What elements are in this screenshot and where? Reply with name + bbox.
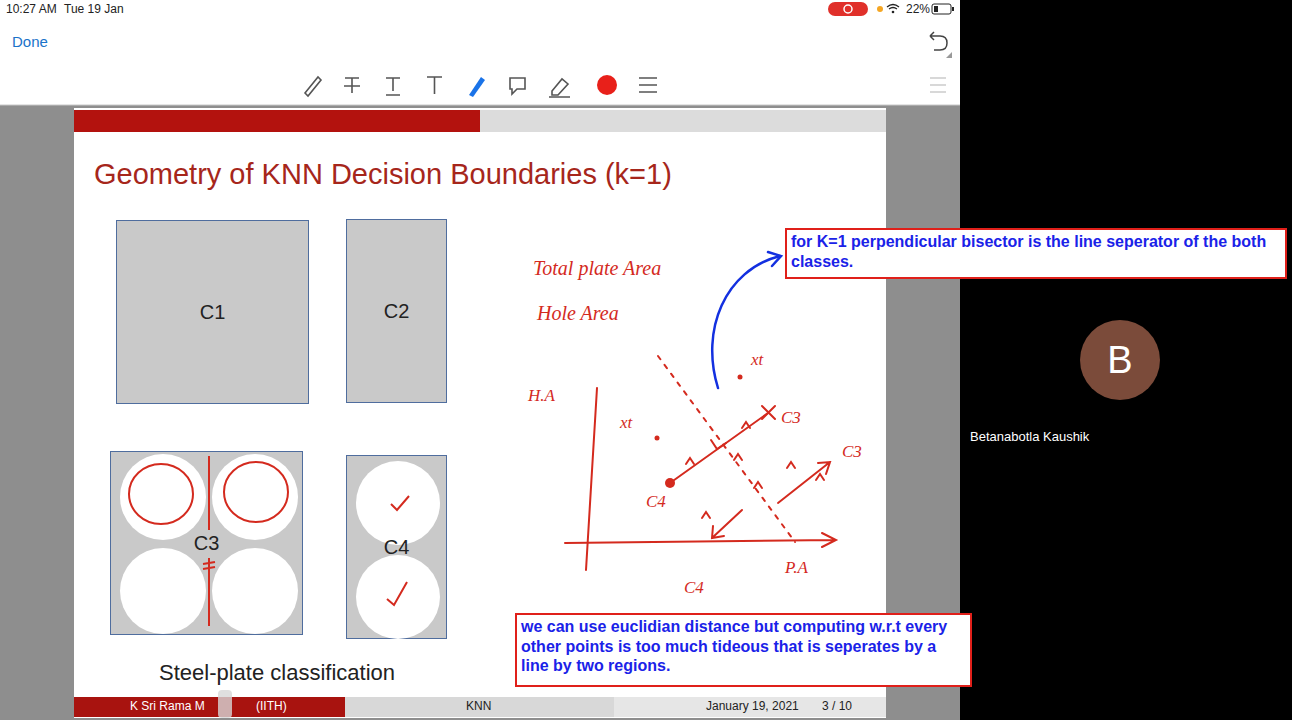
drawn-shape [887, 5, 899, 10]
drawn-shape [768, 252, 781, 266]
annotation-box: for K=1 perpendicular bisector is the li… [785, 228, 1287, 279]
plate-drawing [224, 462, 288, 522]
footer-date: January 19, 2021 [706, 700, 799, 714]
drawn-shape [639, 78, 657, 92]
drawn-shape [960, 0, 1292, 720]
drawn-shape [510, 78, 525, 94]
drawn-shape [787, 462, 795, 468]
drawn-shape [0, 105, 960, 106]
drawn-shape [877, 6, 883, 12]
plate-drawing [212, 548, 298, 634]
steel-plate: C1 [116, 220, 309, 404]
drawn-shape [946, 52, 952, 58]
drawn-shape [344, 78, 360, 93]
handwritten-note: Hole Area [537, 302, 619, 325]
slide-title: Geometry of KNN Decision Boundaries (k=1… [94, 158, 672, 191]
annotation-box: we can use euclidian distance but comput… [515, 613, 972, 687]
drawn-shape [345, 697, 615, 717]
drawn-shape [932, 4, 951, 14]
drawn-shape [0, 0, 960, 105]
drawn-shape [712, 256, 780, 388]
drawn-shape [480, 110, 886, 132]
drawn-shape [754, 482, 762, 488]
footer-institute: (IITH) [256, 700, 287, 714]
plate-label: C4 [384, 536, 410, 559]
drawn-shape [218, 690, 232, 718]
drawn-shape [549, 79, 570, 97]
participant-name: Betanabotla Kaushik [970, 430, 1089, 445]
drawn-shape [469, 77, 485, 97]
class-label: C3 [842, 442, 862, 462]
drawn-shape [565, 356, 836, 570]
footer-author: K Sri Rama M [130, 700, 205, 714]
annotation-text: we can use euclidian distance but comput… [521, 617, 966, 676]
drawn-shape [74, 110, 480, 132]
drawn-shape [597, 75, 617, 95]
drawn-shape [734, 454, 742, 460]
drawn-shape [614, 697, 886, 717]
footer-topic: KNN [466, 700, 491, 714]
plate-drawing [212, 454, 298, 540]
page-number: 3 / 10 [822, 700, 852, 714]
drawn-shape [670, 413, 768, 483]
drawn-shape [844, 5, 852, 13]
handwritten-note: Total plate Area [533, 257, 661, 280]
drawn-shape [930, 78, 946, 92]
plate-drawing [129, 464, 193, 524]
drawn-shape [386, 78, 400, 95]
participant-avatar: B [1080, 320, 1160, 400]
drawn-shape [738, 375, 743, 380]
axis-label: H.A [528, 386, 555, 406]
battery-level: 22% [906, 3, 930, 17]
drawn-shape [828, 2, 868, 16]
done-button: Done [12, 33, 48, 50]
slide-caption: Steel-plate classification [159, 660, 395, 685]
plate-label: C3 [194, 532, 220, 555]
axis-label: P.A [785, 558, 808, 578]
drawn-shape [934, 6, 938, 12]
avatar-initial: B [1107, 339, 1132, 382]
annotation-text: for K=1 perpendicular bisector is the li… [791, 232, 1281, 271]
drawn-shape [665, 478, 675, 488]
point-label: xt [751, 350, 763, 370]
steel-plate: C2 [346, 219, 447, 403]
drawn-shape [305, 77, 321, 96]
class-label: C4 [684, 578, 704, 598]
drawn-shape [762, 406, 775, 419]
plate-drawing [356, 461, 440, 545]
status-time: 10:27 AM [6, 3, 57, 17]
status-date: Tue 19 Jan [64, 3, 124, 17]
drawn-shape [74, 697, 345, 717]
point-label: xt [620, 413, 632, 433]
plate-drawing [120, 454, 206, 540]
drawn-shape [711, 440, 726, 449]
steel-plate: C3 [110, 451, 303, 635]
drawn-shape [702, 512, 710, 518]
steel-plate: C4 [346, 455, 447, 639]
drawn-shape [655, 436, 660, 441]
drawn-shape [712, 510, 742, 538]
drawn-shape [565, 533, 836, 547]
drawn-shape [658, 356, 795, 542]
drawn-shape [742, 422, 750, 428]
drawn-shape [892, 11, 895, 14]
class-label: C4 [646, 492, 666, 512]
plate-label: C1 [200, 301, 226, 324]
drawn-shape [952, 7, 954, 11]
drawn-shape [930, 32, 947, 50]
drawn-shape [778, 462, 830, 503]
drawn-shape [686, 458, 694, 464]
class-label: C3 [781, 408, 801, 428]
drawn-shape [305, 77, 946, 97]
plate-drawing [120, 548, 206, 634]
drawn-shape [427, 77, 442, 94]
plate-label: C2 [384, 300, 410, 323]
drawn-shape [816, 474, 824, 480]
